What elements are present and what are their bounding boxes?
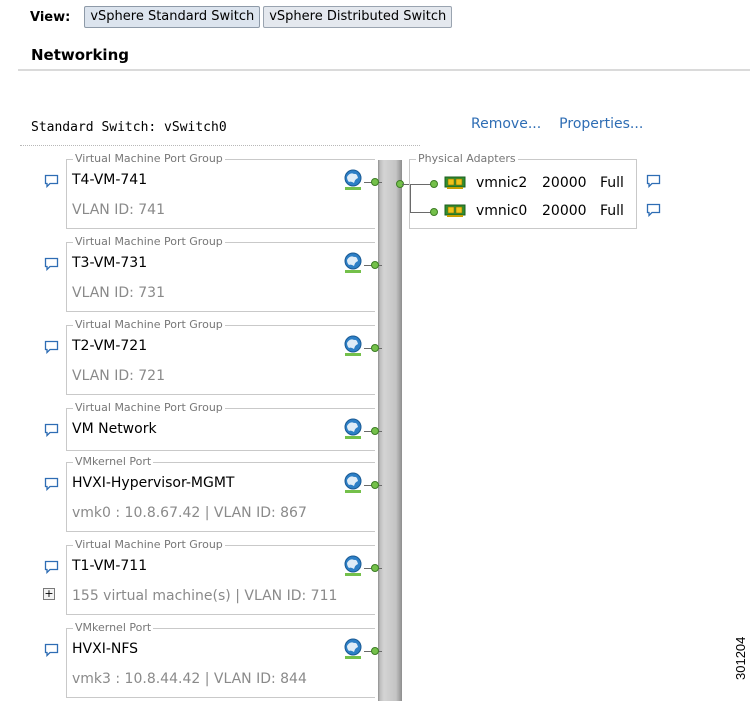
switch-divider: [20, 145, 420, 146]
switch-label: Standard Switch: vSwitch0: [31, 120, 227, 135]
network-card-icon: [444, 176, 466, 190]
vmkernel-port-hvxi-nfs[interactable]: VMkernel Port HVXI-NFS vmk3 : 10.8.44.42…: [66, 621, 382, 698]
port-group-name: T1-VM-711: [72, 558, 148, 574]
connector-dot: [371, 564, 379, 572]
vswitch-bus: [378, 160, 402, 701]
port-group-type: VMkernel Port: [73, 455, 154, 469]
info-bubble-icon[interactable]: [44, 174, 59, 188]
adapter-name: vmnic2: [476, 175, 528, 191]
port-group-t1-vm-711[interactable]: Virtual Machine Port Group T1-VM-711 155…: [66, 538, 382, 615]
adapter-name: vmnic0: [476, 203, 528, 219]
uplink-wire: [410, 212, 432, 213]
port-group-detail: VLAN ID: 731: [72, 285, 165, 301]
view-bar: View: vSphere Standard Switch vSphere Di…: [30, 6, 455, 28]
connector-dot: [371, 647, 379, 655]
port-group-type: Virtual Machine Port Group: [73, 318, 225, 332]
distributed-switch-button[interactable]: vSphere Distributed Switch: [263, 6, 453, 28]
port-group-detail: VLAN ID: 741: [72, 202, 165, 218]
port-group-detail: VLAN ID: 721: [72, 368, 165, 384]
view-label: View:: [30, 9, 71, 25]
port-group-name: VM Network: [72, 421, 157, 437]
port-group-name: HVXI-NFS: [72, 641, 139, 657]
physical-adapters-group: Physical Adapters vmnic2 20000 Full vmni…: [409, 152, 637, 229]
network-globe-icon[interactable]: [343, 335, 363, 357]
info-bubble-icon[interactable]: [44, 257, 59, 271]
adapter-speed: 20000: [542, 203, 587, 219]
remove-link[interactable]: Remove...: [471, 116, 542, 132]
port-group-type: Virtual Machine Port Group: [73, 152, 225, 166]
port-group-name: T2-VM-721: [72, 338, 148, 354]
adapter-row-vmnic2[interactable]: vmnic2 20000 Full: [444, 174, 624, 192]
page-title: Networking: [31, 46, 129, 64]
port-group-type: Virtual Machine Port Group: [73, 538, 225, 552]
adapter-duplex: Full: [600, 175, 624, 191]
port-group-name: HVXI-Hypervisor-MGMT: [72, 475, 235, 491]
properties-link[interactable]: Properties...: [559, 116, 644, 132]
info-bubble-icon[interactable]: [44, 340, 59, 354]
port-group-detail: 155 virtual machine(s) | VLAN ID: 711: [72, 588, 338, 604]
port-group-t4-vm-741[interactable]: Virtual Machine Port Group T4-VM-741 VLA…: [66, 152, 382, 229]
port-group-t3-vm-731[interactable]: Virtual Machine Port Group T3-VM-731 VLA…: [66, 235, 382, 312]
physical-adapters-title: Physical Adapters: [416, 152, 518, 166]
figure-id: 301204: [733, 636, 748, 680]
switch-actions: Remove... Properties...: [471, 116, 643, 132]
uplink-wire-vertical: [410, 185, 411, 212]
network-globe-icon[interactable]: [343, 472, 363, 494]
info-bubble-icon[interactable]: [44, 423, 59, 437]
port-group-vm-network[interactable]: Virtual Machine Port Group VM Network: [66, 401, 382, 451]
port-group-type: Virtual Machine Port Group: [73, 401, 225, 415]
adapter-dot: [430, 208, 438, 216]
network-globe-icon[interactable]: [343, 638, 363, 660]
info-bubble-icon[interactable]: [44, 477, 59, 491]
adapter-duplex: Full: [600, 203, 624, 219]
expand-plus-icon[interactable]: +: [43, 587, 55, 600]
network-globe-icon[interactable]: [343, 418, 363, 440]
info-bubble-icon[interactable]: [646, 174, 661, 188]
info-bubble-icon[interactable]: [44, 560, 59, 574]
port-group-detail: vmk3 : 10.8.44.42 | VLAN ID: 844: [72, 671, 307, 687]
adapter-dot: [430, 180, 438, 188]
title-divider: [18, 69, 750, 71]
info-bubble-icon[interactable]: [44, 643, 59, 657]
uplink-wire: [402, 184, 432, 185]
network-globe-icon[interactable]: [343, 169, 363, 191]
standard-switch-button[interactable]: vSphere Standard Switch: [84, 6, 261, 28]
connector-dot: [371, 344, 379, 352]
network-globe-icon[interactable]: [343, 252, 363, 274]
port-group-name: T3-VM-731: [72, 255, 148, 271]
port-group-name: T4-VM-741: [72, 172, 148, 188]
network-globe-icon[interactable]: [343, 555, 363, 577]
port-group-detail: vmk0 : 10.8.67.42 | VLAN ID: 867: [72, 505, 307, 521]
adapter-row-vmnic0[interactable]: vmnic0 20000 Full: [444, 202, 624, 220]
vmkernel-port-hvxi-hypervisor-mgmt[interactable]: VMkernel Port HVXI-Hypervisor-MGMT vmk0 …: [66, 455, 382, 532]
connector-dot: [371, 427, 379, 435]
connector-dot: [371, 178, 379, 186]
network-card-icon: [444, 204, 466, 218]
connector-dot: [371, 481, 379, 489]
adapter-speed: 20000: [542, 175, 587, 191]
info-bubble-icon[interactable]: [646, 203, 661, 217]
port-group-t2-vm-721[interactable]: Virtual Machine Port Group T2-VM-721 VLA…: [66, 318, 382, 395]
port-group-type: Virtual Machine Port Group: [73, 235, 225, 249]
port-group-type: VMkernel Port: [73, 621, 154, 635]
connector-dot: [371, 261, 379, 269]
